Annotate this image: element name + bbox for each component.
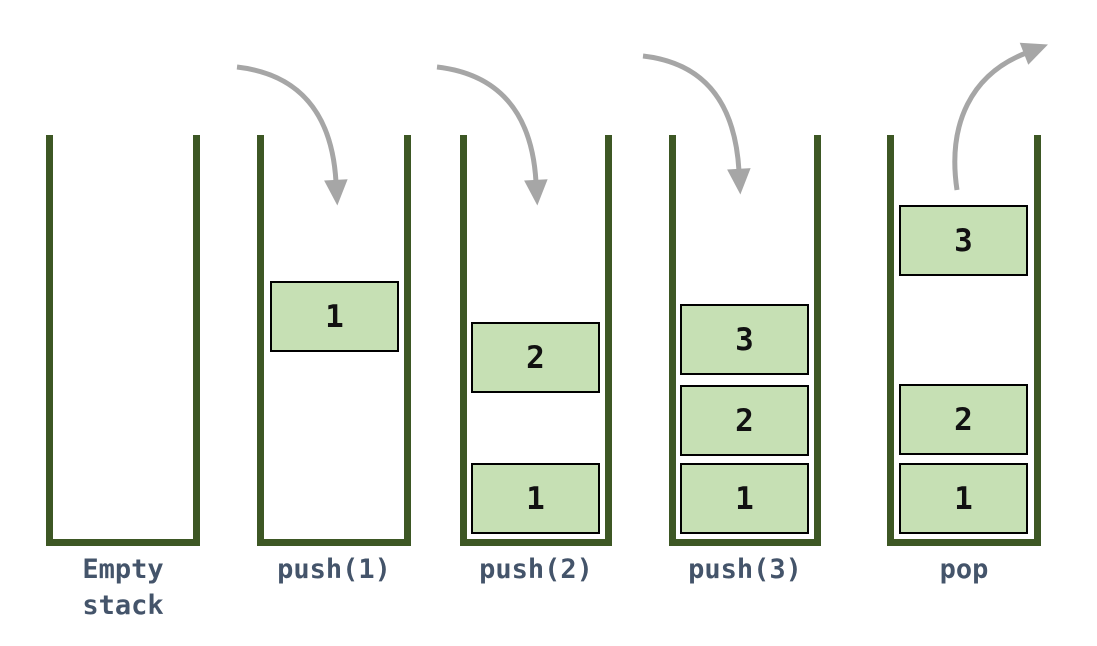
frame-caption: pop — [939, 554, 989, 585]
frame-caption: Empty stack — [82, 554, 164, 621]
stack-item: 1 — [270, 281, 399, 352]
stack-item: 1 — [471, 463, 600, 534]
stack-item: 1 — [680, 463, 809, 534]
stack-item: 2 — [899, 384, 1028, 455]
stack-item-popped: 3 — [899, 205, 1028, 276]
stack-well-pop — [887, 135, 1041, 546]
stack-item: 2 — [680, 385, 809, 456]
frame-caption: push(2) — [479, 554, 593, 585]
frame-caption: push(1) — [277, 554, 391, 585]
stack-well-empty — [46, 135, 200, 546]
stack-item: 1 — [899, 463, 1028, 534]
stack-item: 3 — [680, 304, 809, 375]
frame-caption: push(3) — [688, 554, 802, 585]
stack-item: 2 — [471, 322, 600, 393]
stack-well-push3 — [669, 135, 821, 546]
stack-well-push2 — [460, 135, 612, 546]
stack-well-push1 — [257, 135, 411, 546]
